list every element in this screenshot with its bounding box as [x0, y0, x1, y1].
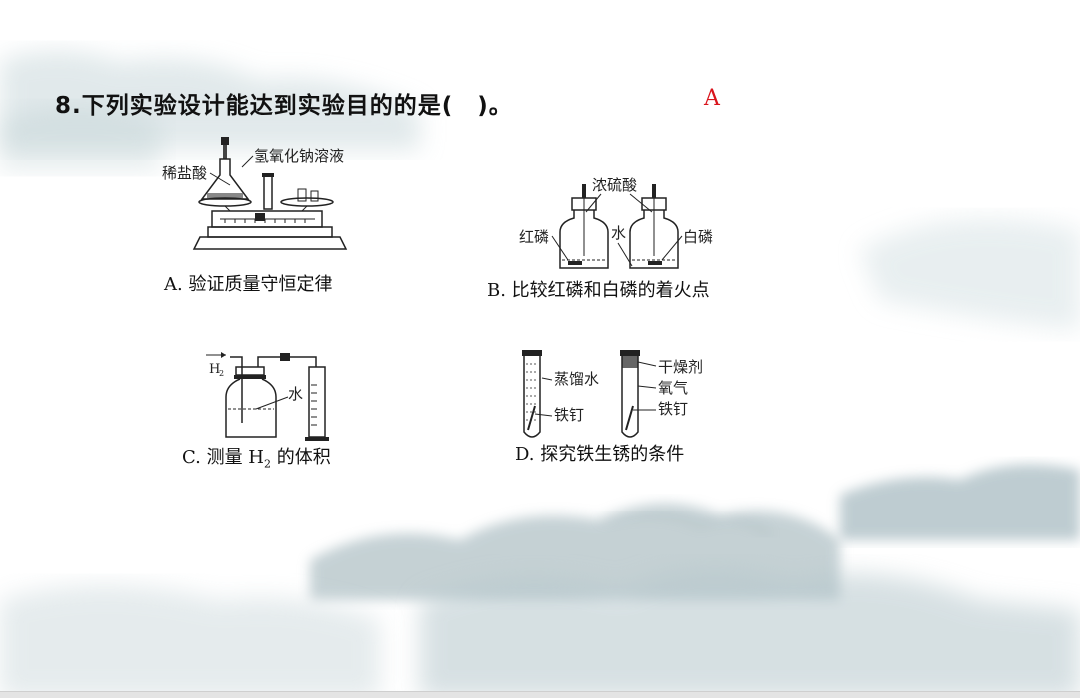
caption-c: C. 测量 H2 的体积: [182, 443, 331, 471]
label-oxygen: 氧气: [658, 379, 688, 397]
label-red-phosphorus: 红磷: [519, 228, 549, 246]
label-iron-nail-1: 铁钉: [554, 406, 584, 424]
label-iron-nail-2: 铁钉: [658, 400, 688, 418]
label-water: 水: [611, 224, 626, 242]
caption-c-suffix: 的体积: [271, 447, 331, 468]
caption-c-prefix: C. 测量 H: [182, 447, 264, 468]
label-naoh-solution: 氢氧化钠溶液: [254, 147, 344, 165]
label-conc-sulfuric: 浓硫酸: [592, 176, 637, 194]
question-text: 8.下列实验设计能达到实验目的的是( )。: [55, 93, 513, 119]
label-water-c: 水: [288, 385, 303, 403]
label-h2-sub: 2: [219, 369, 224, 378]
diagram-b-bottles: 浓硫酸 红磷 水 白磷: [519, 176, 713, 269]
answer-mark: A: [704, 86, 720, 111]
caption-b: B. 比较红磷和白磷的着火点: [487, 280, 710, 301]
caption-a: A. 验证质量守恒定律: [164, 274, 333, 295]
label-white-phosphorus: 白磷: [683, 228, 713, 246]
label-h2-letter: H: [209, 362, 220, 377]
diagram-c-gas-collection: H 2 水: [206, 352, 329, 441]
diagram-a-balance: 稀盐酸 氢氧化钠溶液: [162, 137, 348, 250]
label-distilled-water: 蒸馏水: [554, 370, 599, 388]
label-dilute-hcl: 稀盐酸: [162, 164, 207, 182]
label-desiccant: 干燥剂: [658, 358, 703, 376]
caption-d: D. 探究铁生锈的条件: [515, 444, 685, 465]
bottom-status-bar: [0, 691, 1080, 698]
caption-c-sub: 2: [264, 457, 271, 471]
diagram-d-test-tubes: 蒸馏水 铁钉 干燥剂 氧气 铁钉: [522, 350, 703, 438]
